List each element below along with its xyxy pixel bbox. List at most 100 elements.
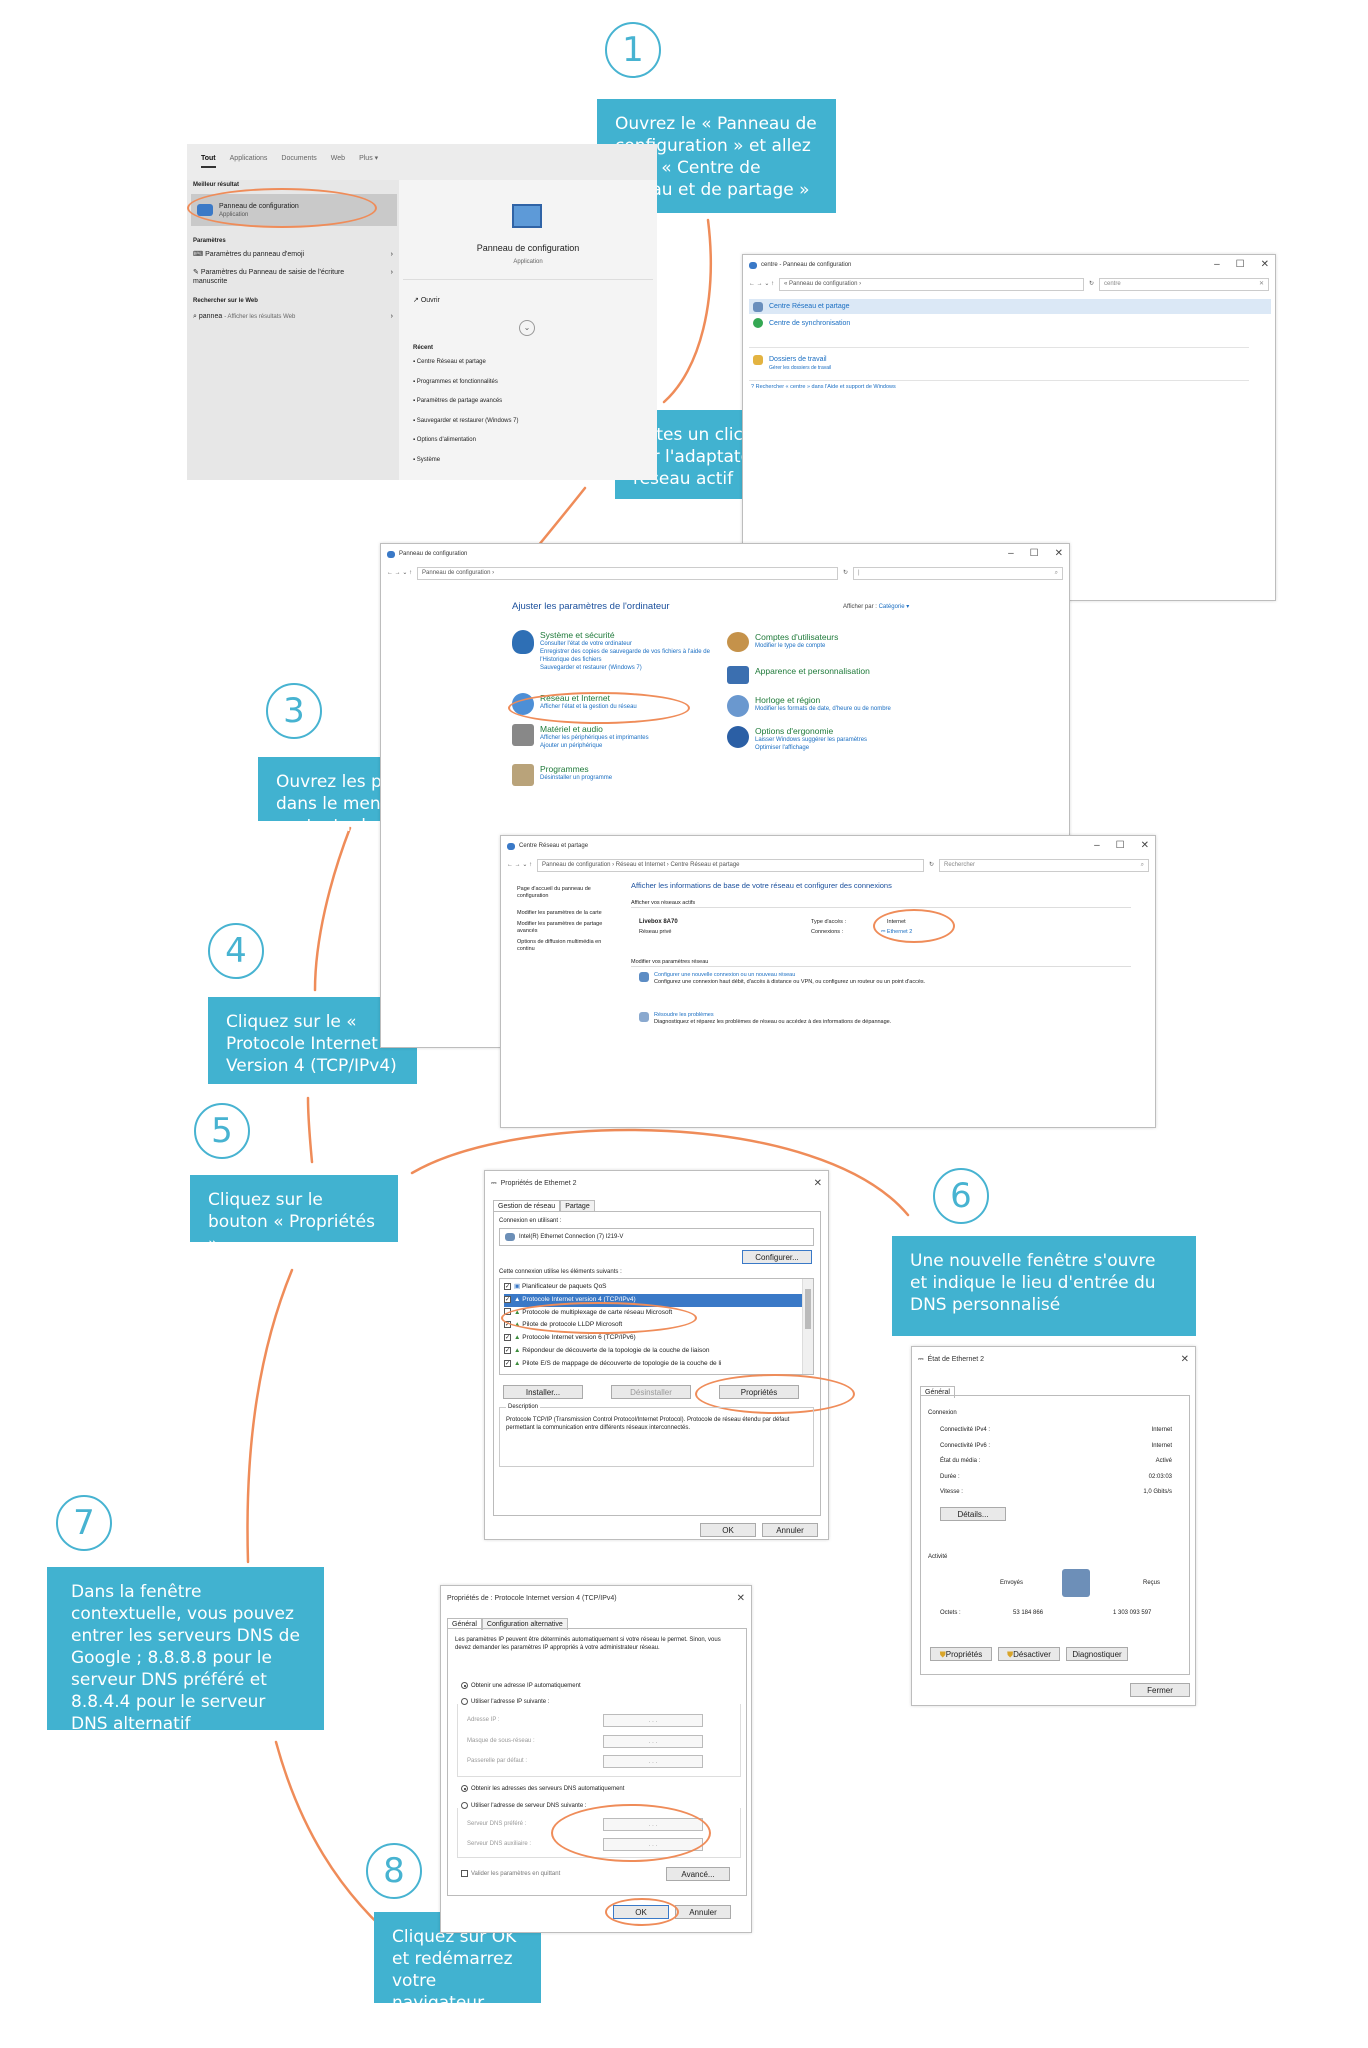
minimize-icon[interactable]: – [1214,259,1220,270]
connector-3-4 [313,826,352,992]
active-networks-label: Afficher vos réseaux actifs [631,900,696,906]
auto-dns-radio[interactable]: Obtenir les adresses des serveurs DNS au… [461,1785,624,1793]
folder-icon [749,261,757,269]
refresh-icon[interactable]: ↻ [928,862,934,868]
result-network-center[interactable]: Centre Réseau et partage [749,299,1271,314]
advanced-button[interactable]: Avancé... [666,1867,730,1881]
maximize-icon[interactable]: ☐ [1029,548,1039,559]
recent-item[interactable]: ▪ Sauvegarder et restaurer (Windows 7) [413,417,519,424]
open-action[interactable]: ↗ Ouvrir [413,297,440,304]
recent-item[interactable]: ▪ Centre Réseau et partage [413,359,486,365]
list-scrollbar[interactable] [802,1279,813,1374]
close-icon[interactable]: ✕ [1180,1353,1189,1365]
auto-ip-radio[interactable]: Obtenir une adresse IP automatiquement [461,1682,581,1690]
details-button[interactable]: Détails... [940,1507,1006,1521]
install-button[interactable]: Installer... [503,1385,583,1399]
ip-address-input[interactable]: . . . [603,1714,703,1727]
recent-item[interactable]: ▪ Options d'alimentation [413,437,476,443]
recent-item[interactable]: ▪ Paramètres de partage avancés [413,398,503,404]
tab-more[interactable]: Plus ▾ [359,155,379,162]
gateway-input[interactable]: . . . [603,1755,703,1768]
list-item[interactable]: ✓▲ Répondeur de découverte de la topolog… [504,1346,710,1354]
recent-header: Récent [413,345,434,351]
clear-icon[interactable]: ✕ [1258,281,1264,287]
list-item[interactable]: ✓▲ Pilote E/S de mappage de découverte d… [504,1359,722,1367]
tab-networking[interactable]: Gestion de réseau [493,1200,561,1212]
sidebar-item-streaming[interactable]: Options de diffusion multimédia en conti… [517,939,602,952]
tab-all[interactable]: Tout [201,154,216,168]
close-icon[interactable]: ✕ [1260,259,1269,270]
tab-sharing[interactable]: Partage [560,1200,595,1212]
recent-item[interactable]: ▪ Système [413,456,441,463]
address-bar[interactable]: « Panneau de configuration › [779,277,1084,291]
description-box: Description Protocole TCP/IP (Transmissi… [499,1403,814,1467]
new-connection-item[interactable]: Configurer une nouvelle connexion ou un … [639,972,959,986]
list-item[interactable]: ✓▲ Protocole Internet version 6 (TCP/IPv… [504,1333,636,1342]
tab-general[interactable]: Général [447,1618,482,1630]
subnet-mask-input[interactable]: . . . [603,1735,703,1748]
sidebar-item-adapter[interactable]: Modifier les paramètres de la carte [517,910,602,916]
ipv4-cancel-button[interactable]: Annuler [675,1905,731,1919]
address-bar[interactable]: Panneau de configuration › Réseau et Int… [537,858,924,872]
close-icon[interactable]: ✕ [736,1592,745,1604]
tab-alternate-config[interactable]: Configuration alternative [481,1618,568,1630]
search-box[interactable]: |⌕ [853,566,1063,580]
status-properties-button[interactable]: ⛊Propriétés [930,1647,992,1661]
list-item[interactable]: ✓▣ Planificateur de paquets QoS [504,1282,607,1290]
received-value: 1 303 093 597 [1113,1610,1152,1616]
validate-checkbox[interactable]: Valider les paramètres en quittant [461,1870,560,1878]
tab-documents[interactable]: Documents [281,155,317,162]
diagnose-button[interactable]: Diagnostiquer [1066,1647,1128,1661]
param-item-handwriting[interactable]: ✎ Paramètres du Panneau de saisie de l'é… [193,269,393,285]
cancel-button[interactable]: Annuler [762,1523,818,1537]
search-box[interactable]: centre✕ [1099,277,1269,291]
close-button[interactable]: Fermer [1130,1683,1190,1697]
refresh-icon[interactable]: ↻ [842,570,848,576]
address-bar[interactable]: Panneau de configuration › [417,566,838,580]
sidebar-item-home[interactable]: Page d'accueil du panneau de configurati… [517,886,591,899]
keyboard-icon: ⌨ [193,251,204,258]
ok-button[interactable]: OK [700,1523,756,1537]
minimize-icon[interactable]: – [1008,548,1014,559]
step-7-number: 7 [56,1495,112,1551]
tab-apps[interactable]: Applications [229,155,268,162]
disable-button[interactable]: ⛊Désactiver [998,1647,1060,1661]
close-icon[interactable]: ✕ [1054,548,1063,559]
nav-arrows[interactable]: ← → ⌄ ↑ [749,281,775,287]
status-rows: Connectivité IPv4 :Internet Connectivité… [940,1427,1172,1495]
tab-web[interactable]: Web [330,155,346,162]
qos-icon: ▣ [514,1283,521,1290]
param-item-emoji[interactable]: ⌨ Paramètres du panneau d'emoji› [193,251,393,258]
web-search-item[interactable]: ⌕ pannea - Afficher les résultats Web› [193,313,393,320]
configure-button[interactable]: Configurer... [742,1250,812,1264]
close-icon[interactable]: ✕ [813,1177,822,1189]
step-1-number: 1 [605,22,661,78]
use-dns-radio[interactable]: Utiliser l'adresse de serveur DNS suivan… [461,1802,587,1810]
help-search-link[interactable]: ? Rechercher « centre » dans l'Aide et s… [751,384,896,390]
search-box[interactable]: Rechercher⌕ [939,858,1149,872]
category-appearance[interactable]: Apparence et personnalisation [727,666,967,684]
uninstall-button[interactable]: Désinstaller [611,1385,691,1399]
maximize-icon[interactable]: ☐ [1235,259,1245,270]
use-ip-radio[interactable]: Utiliser l'adresse IP suivante : [461,1698,549,1706]
nav-arrows[interactable]: ← → ⌄ ↑ [387,570,413,576]
refresh-icon[interactable]: ↻ [1088,281,1094,287]
nav-arrows[interactable]: ← → ⌄ ↑ [507,862,533,868]
expand-chevron-icon[interactable]: ⌄ [519,320,535,336]
close-icon[interactable]: ✕ [1140,840,1149,851]
result-sync-center[interactable]: Centre de synchronisation [753,318,850,328]
sidebar-item-sharing[interactable]: Modifier les paramètres de partage avanc… [517,921,603,934]
view-by[interactable]: Afficher par : Catégorie ▾ [843,604,910,610]
minimize-icon[interactable]: – [1094,840,1100,851]
recent-item[interactable]: ▪ Programmes et fonctionnalités [413,378,498,385]
highlight-ethernet-link [873,909,955,943]
maximize-icon[interactable]: ☐ [1115,840,1125,851]
